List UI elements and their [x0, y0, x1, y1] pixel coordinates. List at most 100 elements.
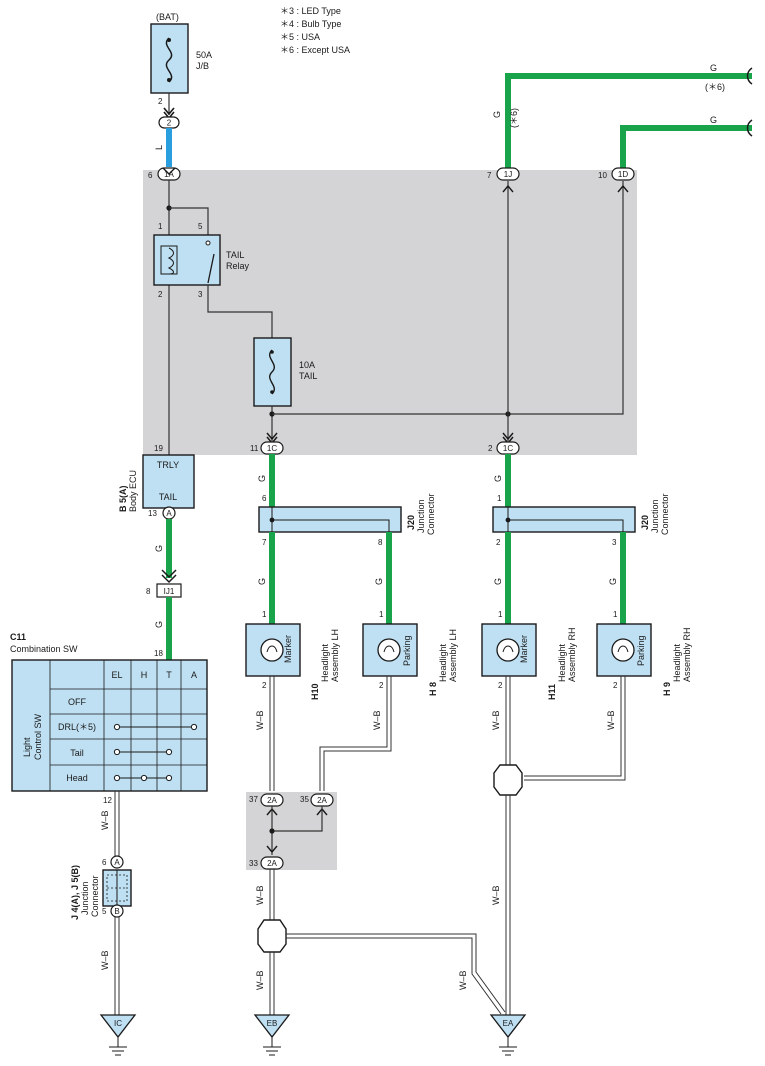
fuse-50a-location: J/B — [196, 61, 209, 71]
ground-icon — [489, 1014, 527, 1039]
wire-vertical-note: (＊6) — [509, 108, 519, 128]
sw-col-el: EL — [111, 670, 122, 680]
j20r-pin-in: 1 — [497, 494, 502, 503]
h11-label: Marker — [519, 635, 529, 663]
ground-eb: EB — [253, 1014, 291, 1056]
lamp-h10-marker — [245, 623, 301, 677]
relay-name-2: Relay — [226, 261, 250, 271]
fuse-terminal-dot — [167, 38, 171, 42]
connector-2a-33-label: 2A — [267, 859, 277, 868]
j20l-name-1: Junction — [416, 499, 426, 533]
ground-eb-label: EB — [267, 1019, 278, 1028]
fuse-10a-amp: 10A — [299, 360, 315, 370]
conn2a-pin-35: 35 — [300, 795, 309, 804]
wire-wb — [286, 933, 506, 1013]
arrow-up-icon — [617, 184, 629, 193]
jcon-pin-5: 5 — [102, 907, 107, 916]
h8-code: H 8 — [428, 682, 438, 696]
wire-upper-color: G — [710, 63, 717, 73]
battery-label: (BAT) — [156, 12, 179, 22]
ecu-tail-label: TAIL — [159, 492, 177, 502]
splice-dot — [269, 828, 275, 834]
wire-color-g: G — [257, 475, 267, 482]
bulb-icon — [496, 638, 520, 662]
fuse-terminal-dot — [167, 78, 171, 82]
fuse-50a-amp: 50A — [196, 50, 212, 60]
jcon-connector-b — [110, 904, 124, 918]
ecu-connector-a-label: A — [166, 509, 172, 518]
sw-contact-dot — [165, 748, 173, 756]
sw-contact-dot — [113, 748, 121, 756]
wire-color-wb: W–B — [491, 885, 501, 905]
relay-switch-icon — [207, 253, 215, 284]
ecu-name: Body ECU — [128, 470, 138, 512]
connector-1j — [496, 167, 520, 181]
wire-color-g: G — [154, 621, 164, 628]
h8-label: Parking — [402, 635, 412, 666]
wire-wb — [524, 676, 622, 777]
ecu-pin-19: 19 — [154, 444, 163, 453]
bulb-icon — [611, 638, 635, 662]
jcon-code: J 4(A), J 5(B) — [70, 865, 80, 920]
relay-pin-2: 2 — [158, 290, 163, 299]
fuse-symbol-icon — [165, 37, 173, 83]
fuse-pin-out: 2 — [158, 97, 163, 106]
fuse-terminal-dot — [270, 350, 274, 354]
sw-pin-18: 18 — [154, 649, 163, 658]
relay-pin-1: 1 — [158, 222, 163, 231]
wire-color-wb: W–B — [255, 970, 265, 990]
wire-color-wb: W–B — [458, 970, 468, 990]
ground-icon — [99, 1014, 137, 1039]
wire-wb — [286, 937, 502, 1015]
h11-pin-2: 2 — [498, 681, 503, 690]
h8-name-1: Headlight — [438, 643, 448, 682]
h10-name-2: Assembly LH — [330, 629, 340, 682]
pin-1a-number: 6 — [148, 171, 153, 180]
wire-color-wb: W–B — [372, 710, 382, 730]
jcon-connector-a-label: A — [114, 858, 120, 867]
relay-coil-icon — [160, 245, 178, 275]
j20r-name-2: Connector — [660, 493, 670, 535]
wire-color-l: L — [154, 145, 164, 150]
h10-pin-2: 2 — [262, 681, 267, 690]
splice-ground-eb — [257, 919, 287, 953]
relay-coil-winding — [167, 247, 174, 275]
h8-pin-1: 1 — [379, 610, 384, 619]
ecu-pin-13: 13 — [148, 509, 157, 518]
ecu-trly-label: TRLY — [157, 460, 179, 470]
wire-color-g: G — [154, 545, 164, 552]
jcon-connector-b-label: B — [114, 907, 119, 916]
h11-code: H11 — [547, 684, 557, 700]
h9-pin-1: 1 — [613, 610, 618, 619]
legend-item-usa: ＊5 : USA — [280, 32, 320, 42]
relay-name: TAIL — [226, 250, 244, 260]
h11-name-2: Assembly RH — [567, 627, 577, 682]
wire-lower-color: G — [710, 115, 717, 125]
ground-ea: EA — [489, 1014, 527, 1056]
connector-arrow-icon — [161, 569, 177, 584]
jcon-connector-a — [110, 855, 124, 869]
j20l-name-2: Connector — [426, 493, 436, 535]
jcon-pin-6: 6 — [102, 858, 107, 867]
splice-ground-ea — [493, 764, 523, 796]
bulb-filament-icon — [383, 645, 395, 653]
sw-row-tail: Tail — [70, 748, 84, 758]
wire-continuation-icon — [746, 119, 753, 137]
wire-continuation-icon — [746, 67, 753, 85]
sw-code: C11 — [10, 632, 26, 642]
connector-1j-label: 1J — [504, 170, 512, 179]
wire-green-lower — [620, 125, 752, 168]
wire-color-wb: W–B — [606, 710, 616, 730]
sw-contact-dot — [113, 774, 121, 782]
sw-vertical-label-1: Light — [22, 737, 32, 757]
sw-name: Combination SW — [10, 644, 78, 654]
h9-code: H 9 — [662, 682, 672, 696]
jcon-name-2: Connector — [90, 875, 100, 917]
j20r-code: J20 — [640, 515, 650, 530]
h8-name-2: Assembly LH — [448, 629, 458, 682]
wire-vertical-color: G — [492, 111, 502, 118]
connector-ij1-label: IJ1 — [164, 587, 175, 596]
legend: ＊3 : LED Type ＊4 : Bulb Type ＊5 : USA ＊6… — [280, 6, 350, 55]
ecu-code: B 5(A) — [118, 485, 128, 512]
j20l-code: J20 — [406, 515, 416, 530]
